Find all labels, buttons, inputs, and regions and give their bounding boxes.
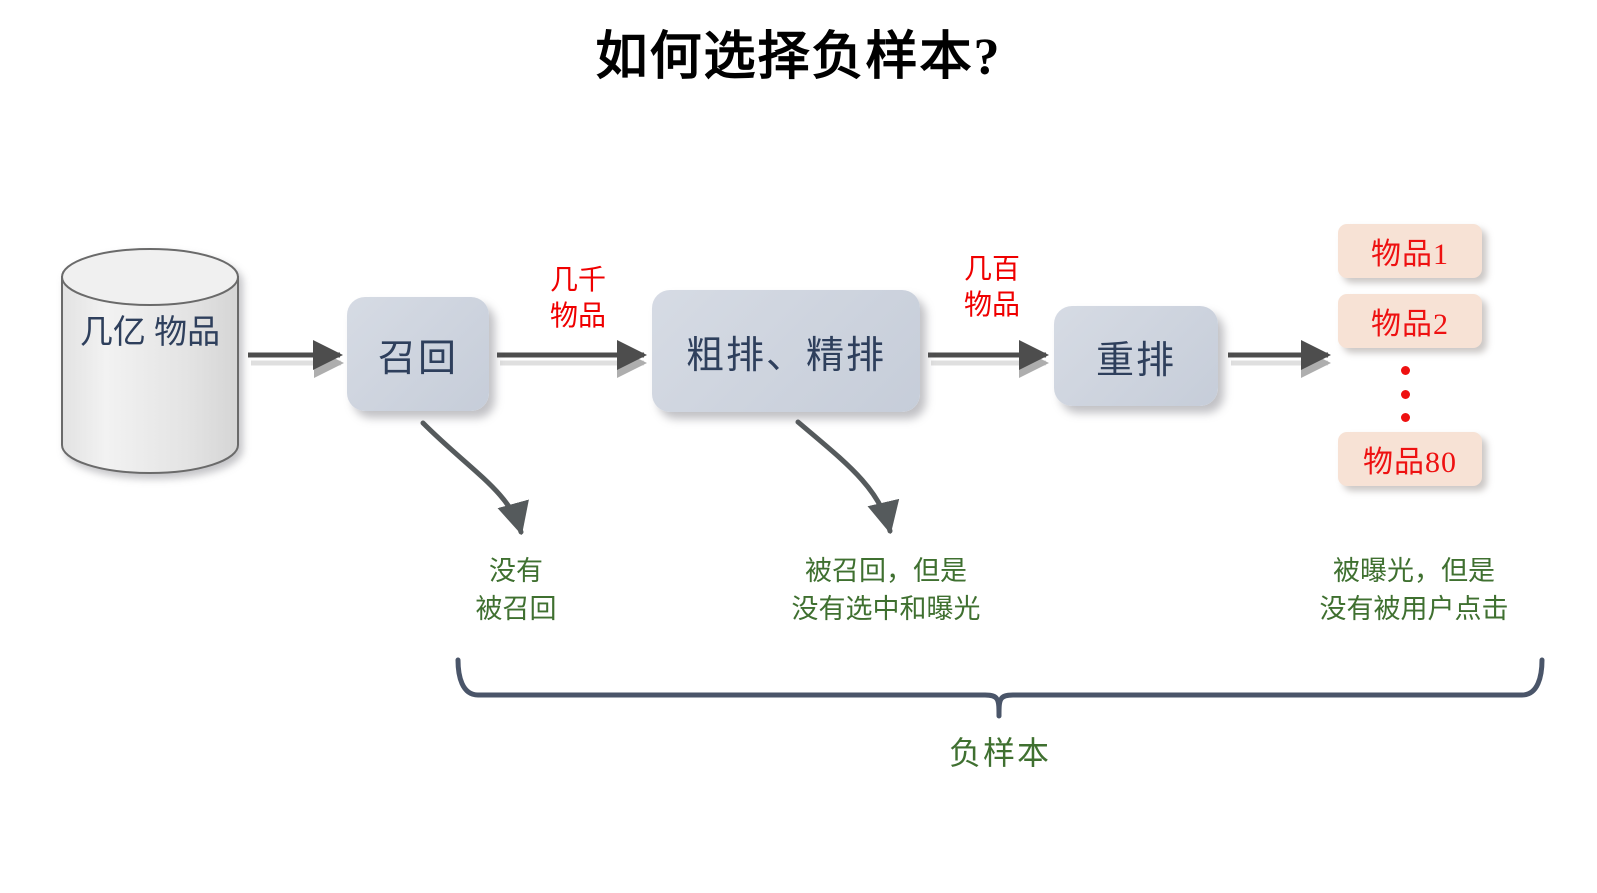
page-title: 如何选择负样本? [595, 29, 1002, 86]
arrow-ranking-dropout [795, 419, 900, 535]
database-label: 几亿 物品 [79, 315, 221, 351]
note-recalled-not-exposed: 被召回，但是 没有选中和曝光 [791, 556, 981, 625]
vertical-ellipsis-icon [1394, 366, 1416, 422]
output-item-chip[interactable]: 物品2 [1338, 294, 1482, 348]
stage-box-ranking[interactable]: 粗排、精排 [652, 290, 920, 412]
output-item-chip[interactable]: 物品80 [1338, 432, 1482, 486]
note-not-recalled: 没有 被召回 [475, 556, 557, 625]
database-cylinder-icon [61, 248, 239, 474]
stage-box-rerank[interactable]: 重排 [1054, 306, 1218, 406]
stage-box-rerank-label: 重排 [1095, 339, 1176, 382]
arrow-recall-dropout [420, 420, 529, 536]
output-item-label: 物品2 [1371, 308, 1449, 341]
output-item-label: 物品1 [1371, 238, 1449, 271]
arrow-ranking-to-rerank [928, 340, 1049, 378]
stage-box-recall[interactable]: 召回 [347, 297, 489, 411]
arrow-recall-to-ranking [497, 340, 647, 378]
output-item-chip[interactable]: 物品1 [1338, 224, 1482, 278]
flow-label-after-ranking: 几百 物品 [963, 254, 1020, 321]
negative-sample-brace [455, 657, 1545, 719]
arrow-rerank-to-output [1228, 340, 1331, 378]
output-item-label: 物品80 [1363, 446, 1457, 479]
stage-box-ranking-label: 粗排、精排 [685, 334, 886, 377]
stage-box-recall-label: 召回 [377, 337, 458, 380]
flow-label-after-recall: 几千 物品 [549, 265, 606, 332]
negative-sample-label: 负样本 [948, 735, 1051, 771]
note-exposed-not-clicked: 被曝光，但是 没有被用户点击 [1319, 556, 1509, 625]
arrow-db-to-recall [248, 340, 344, 378]
